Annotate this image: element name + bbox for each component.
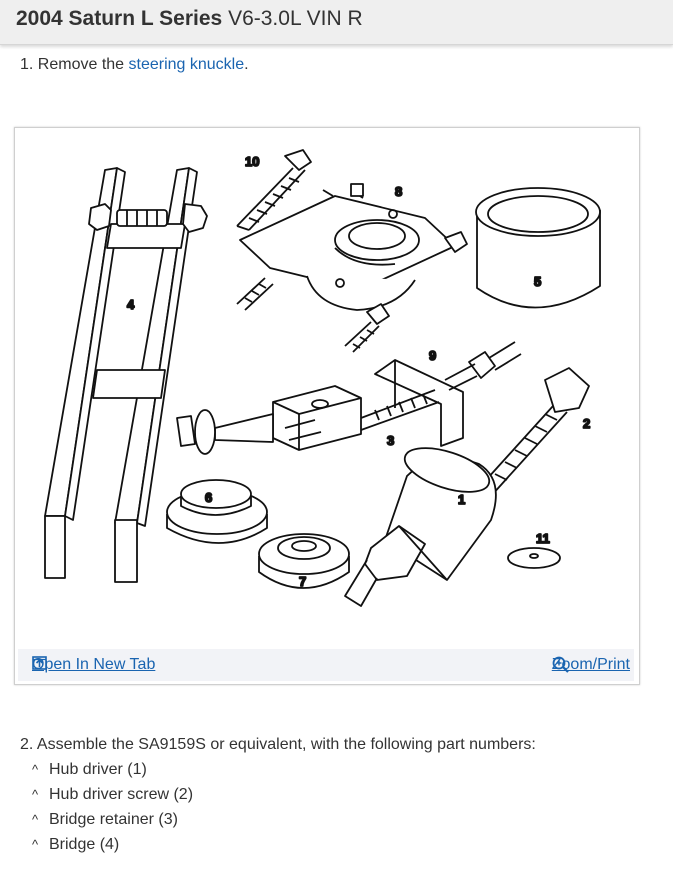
step-1: 1. Remove the steering knuckle.: [20, 56, 249, 73]
screw-part-3: [176, 385, 440, 455]
cup-part-5: [475, 187, 601, 309]
callout-2: 2: [583, 416, 590, 431]
list-item: ^Hub driver screw (2): [32, 786, 194, 803]
list-item: ^Bridge retainer (3): [32, 811, 178, 828]
zoom-magnifier-icon: [552, 656, 569, 673]
washer-part-11: [507, 547, 561, 569]
list-item: ^Bridge (4): [32, 836, 120, 853]
callout-8: 8: [395, 184, 402, 199]
step-2: 2. Assemble the SA9159S or equivalent, w…: [20, 736, 536, 753]
callout-3: 3: [387, 433, 394, 448]
bridge-part-4: [44, 167, 208, 583]
callout-5: 5: [534, 274, 541, 289]
bolt-part-10: [236, 149, 312, 231]
open-new-tab-icon: [32, 656, 47, 670]
callout-1: 1: [458, 492, 465, 507]
bridge-retainer-part-9: [374, 341, 522, 447]
callout-10: 10: [245, 154, 259, 169]
steering-knuckle-link[interactable]: steering knuckle: [128, 56, 245, 73]
open-in-new-tab-button[interactable]: Open In New Tab: [32, 656, 156, 673]
hub-driver-part-1: [344, 447, 497, 607]
parts-list: ^Hub driver (1) ^Hub driver screw (2) ^B…: [32, 759, 193, 859]
page-header: 2004 Saturn L Series V6-3.0L VIN R: [0, 0, 673, 45]
callout-9: 9: [429, 348, 436, 363]
callout-6: 6: [205, 490, 212, 505]
page-title: 2004 Saturn L Series V6-3.0L VIN R: [16, 7, 363, 30]
list-item: ^Hub driver (1): [32, 761, 147, 778]
figure-toolbar: Open In New Tab Zoom/Print: [18, 649, 634, 681]
callout-11: 11: [536, 531, 550, 546]
adapter-part-6: [166, 479, 268, 544]
tool-illustration-figure: 10 8 4 5 9 2 3 1 6 11 7 Open In New Tab: [14, 127, 640, 685]
bearing-separator-part-8: [236, 183, 468, 353]
callout-4: 4: [127, 297, 135, 312]
zoom-print-button[interactable]: Zoom/Print: [551, 656, 630, 673]
adapter-part-7: [258, 533, 350, 589]
hub-driver-screw-part-2: [476, 367, 590, 497]
callout-7: 7: [299, 574, 306, 589]
tool-illustration: 10 8 4 5 9 2 3 1 6 11 7: [44, 149, 601, 607]
